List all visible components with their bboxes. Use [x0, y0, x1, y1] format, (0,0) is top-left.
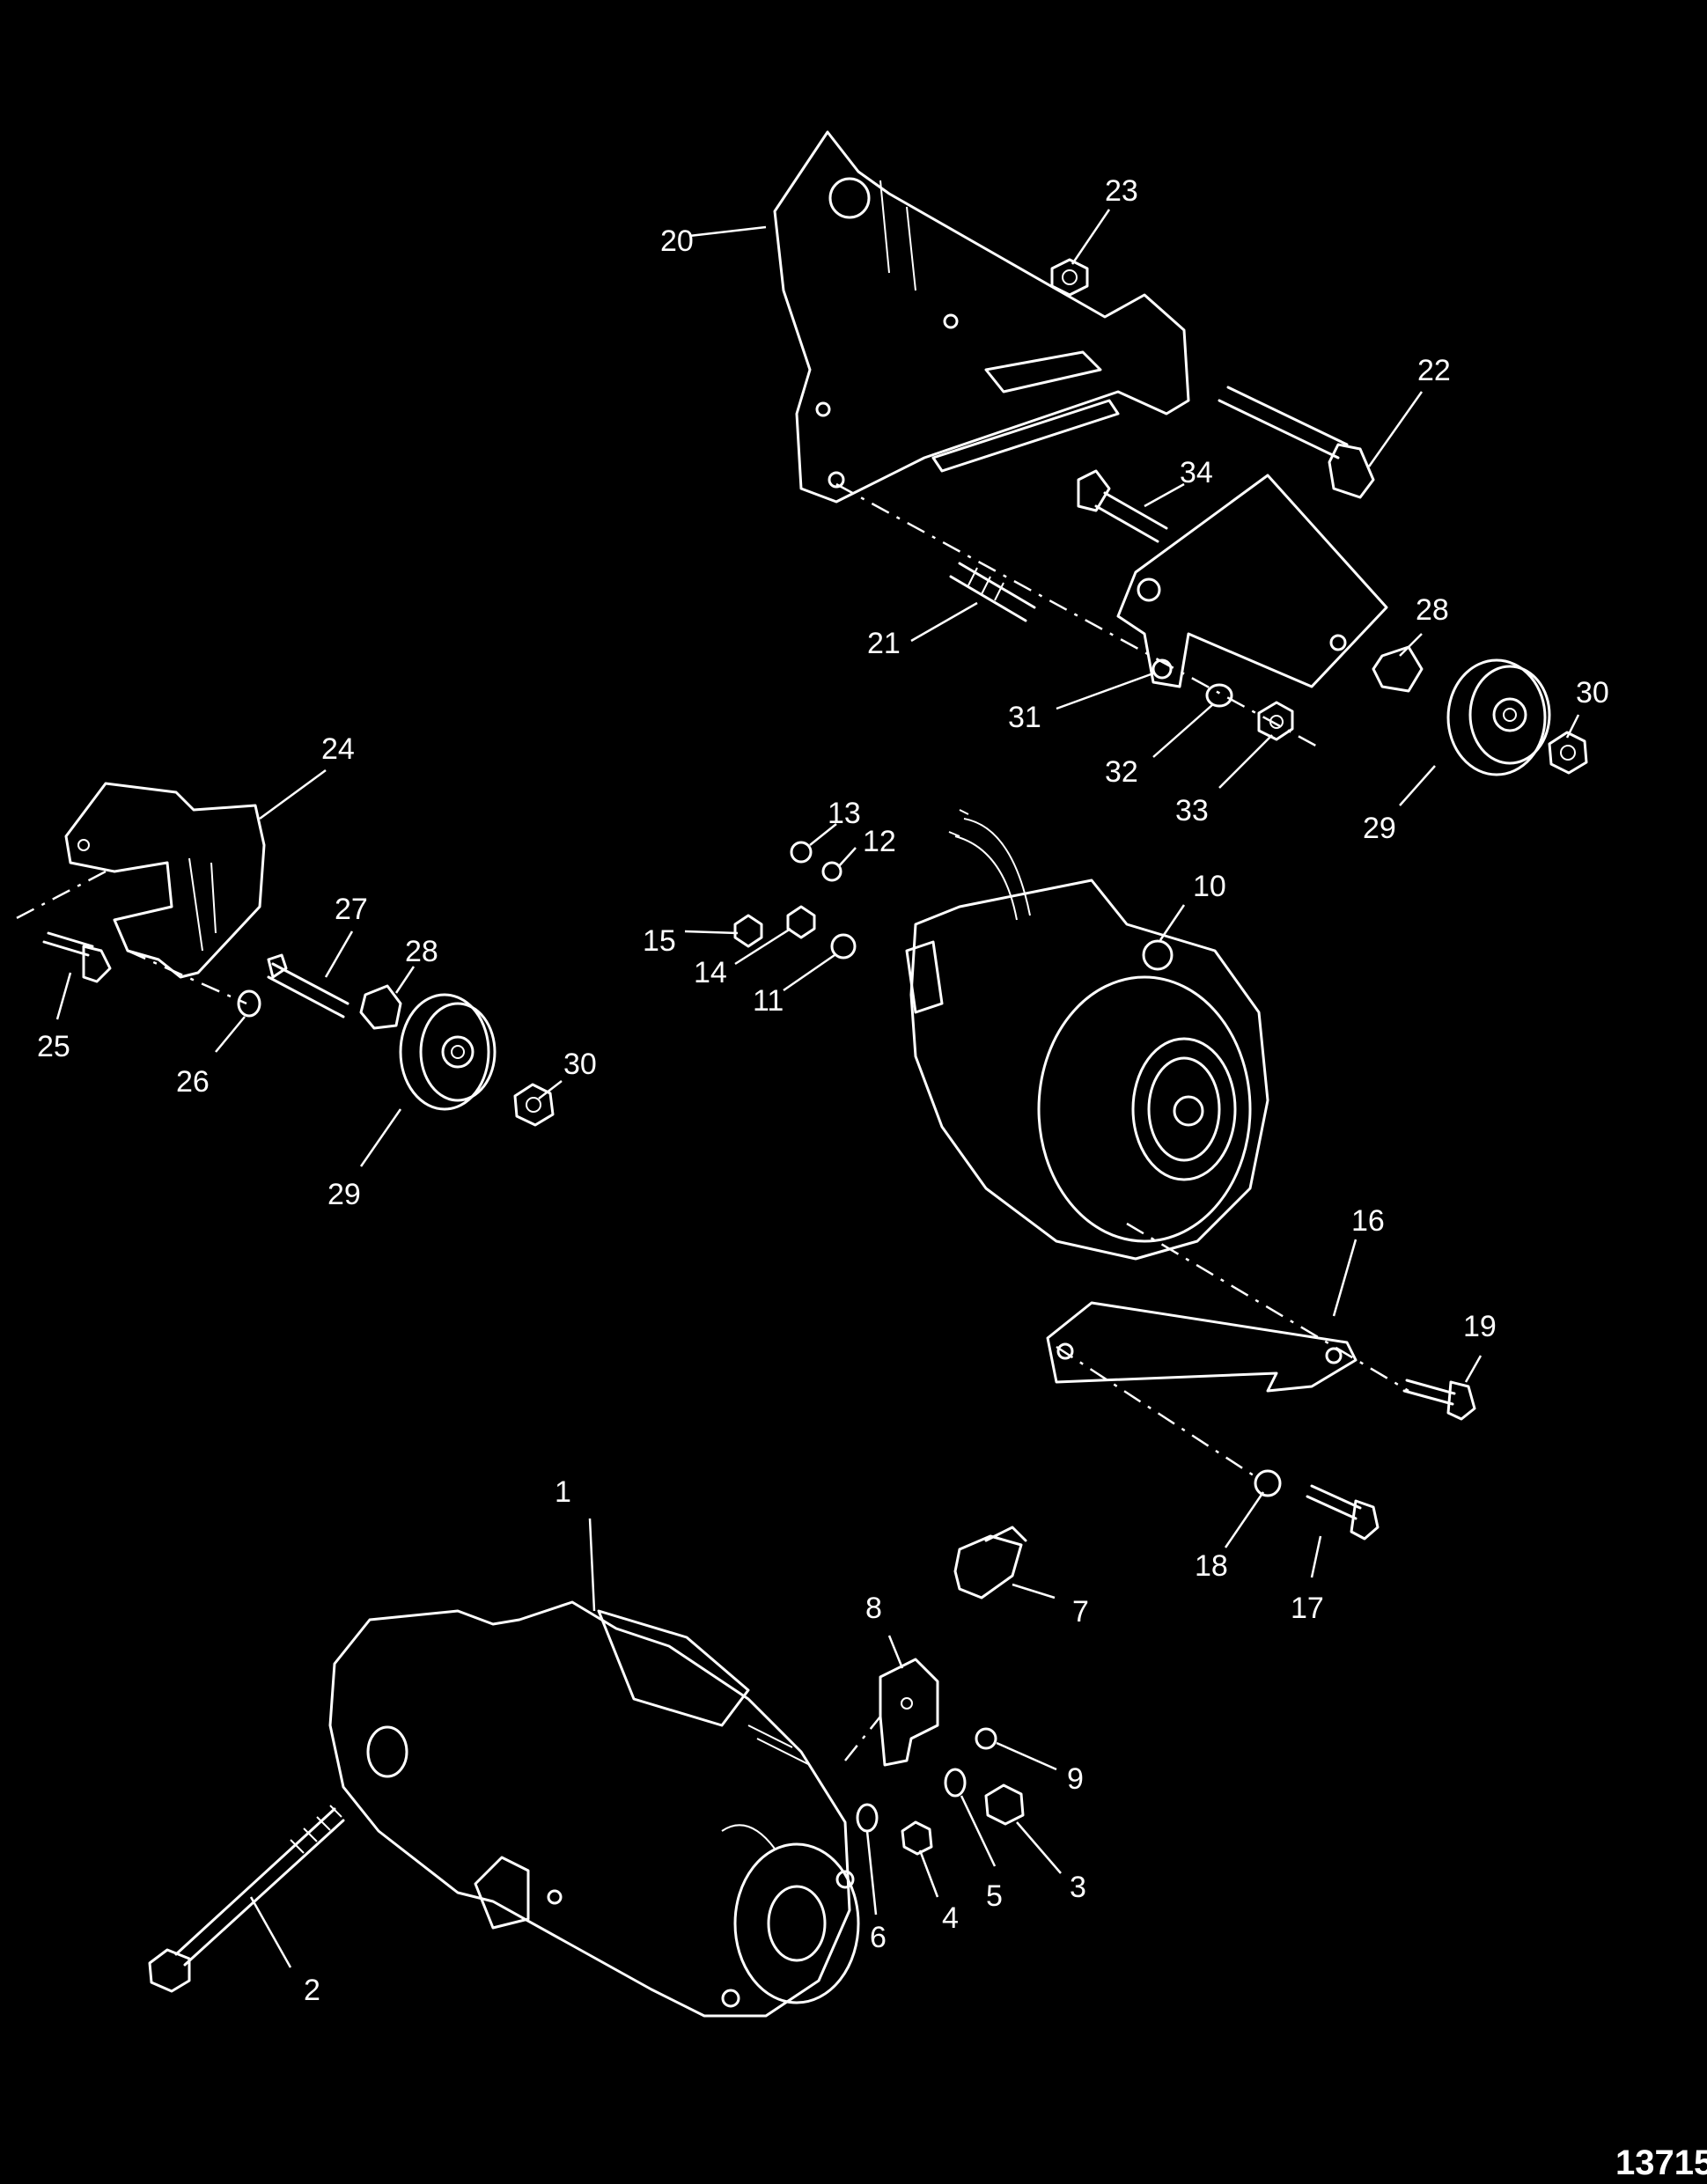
callout-7: 7: [1072, 1595, 1089, 1629]
nut-30-left: [513, 1083, 555, 1127]
callout-19: 19: [1463, 1310, 1497, 1343]
callout-5: 5: [986, 1879, 1003, 1913]
callout-30-left: 30: [563, 1048, 597, 1081]
stud-27: [267, 953, 349, 1018]
spacer-28-left: [359, 984, 402, 1030]
callout-4: 4: [942, 1901, 959, 1935]
nut-30-upper: [1548, 731, 1588, 775]
washer-26: [237, 989, 261, 1018]
callout-15: 15: [643, 924, 676, 958]
callout-20: 20: [660, 224, 694, 258]
adjusting-brace: [1116, 474, 1388, 688]
callout-24: 24: [321, 732, 355, 766]
washer-5: [944, 1768, 967, 1798]
callout-32: 32: [1105, 755, 1138, 789]
callout-labels: 20 23 22 34 21 31 32 33 28 29 30 24 25 2…: [37, 174, 1609, 2007]
callout-2: 2: [304, 1974, 320, 2007]
spacer-28-upper: [1372, 645, 1424, 693]
bracket-24: [64, 782, 266, 979]
callout-6: 6: [870, 1921, 887, 1954]
callout-21: 21: [867, 627, 901, 660]
nut-33: [1257, 701, 1294, 741]
callout-22: 22: [1417, 354, 1451, 387]
callout-25: 25: [37, 1030, 70, 1063]
callout-12: 12: [863, 825, 896, 858]
terminal-bracket-8: [879, 1658, 939, 1767]
idler-pulley-29-left: [399, 993, 497, 1111]
bolt-22: [1218, 386, 1375, 499]
callout-31: 31: [1008, 701, 1041, 734]
bolt-25: [42, 931, 112, 983]
terminal-boot-7: [953, 1526, 1027, 1599]
callout-17: 17: [1291, 1592, 1324, 1625]
callout-29-left: 29: [327, 1178, 361, 1211]
nut-3: [984, 1783, 1025, 1826]
callout-13: 13: [828, 797, 861, 830]
alignment-lines: [12, 482, 1409, 1761]
washer-9: [975, 1727, 997, 1750]
washer-18: [1254, 1469, 1282, 1497]
idler-pulley-29-upper: [1446, 658, 1551, 776]
bolt-2: [148, 1805, 345, 1993]
callout-8: 8: [865, 1592, 882, 1625]
callout-26: 26: [176, 1065, 210, 1099]
brace-16: [1046, 1301, 1358, 1393]
callout-23: 23: [1105, 174, 1138, 208]
callout-9: 9: [1067, 1762, 1084, 1796]
callout-28-left: 28: [405, 935, 438, 968]
callout-3: 3: [1070, 1871, 1086, 1904]
nut-15: [733, 914, 763, 948]
washer-11: [830, 933, 857, 960]
washer-12: [821, 861, 842, 882]
callout-30-upper: 30: [1576, 676, 1609, 710]
starter-motor: [328, 1600, 860, 2018]
stud-21: [949, 562, 1036, 622]
bolt-19: [1402, 1379, 1476, 1421]
bolt-34: [1077, 469, 1168, 543]
washer-32: [1205, 683, 1233, 708]
callout-14: 14: [694, 956, 727, 989]
callout-10: 10: [1193, 870, 1226, 903]
nut-23: [1050, 258, 1089, 297]
callout-33: 33: [1175, 794, 1209, 827]
nut-4: [901, 1820, 933, 1856]
callout-27: 27: [335, 893, 368, 926]
callout-34: 34: [1180, 456, 1213, 489]
washer-6: [856, 1803, 879, 1833]
alternator: [905, 809, 1269, 1261]
bolt-17: [1306, 1484, 1380, 1541]
callout-28-upper: 28: [1416, 593, 1449, 627]
nut-14: [786, 905, 816, 939]
nut-13: [790, 841, 813, 864]
callout-18: 18: [1195, 1549, 1228, 1583]
callout-11: 11: [753, 984, 784, 1018]
leader-lines: [55, 209, 1580, 1968]
callout-16: 16: [1351, 1204, 1385, 1238]
callout-1: 1: [555, 1475, 571, 1509]
mounting-bracket: [773, 130, 1190, 504]
figure-number: 13715: [1615, 2144, 1707, 2182]
callout-29-upper: 29: [1363, 812, 1396, 845]
